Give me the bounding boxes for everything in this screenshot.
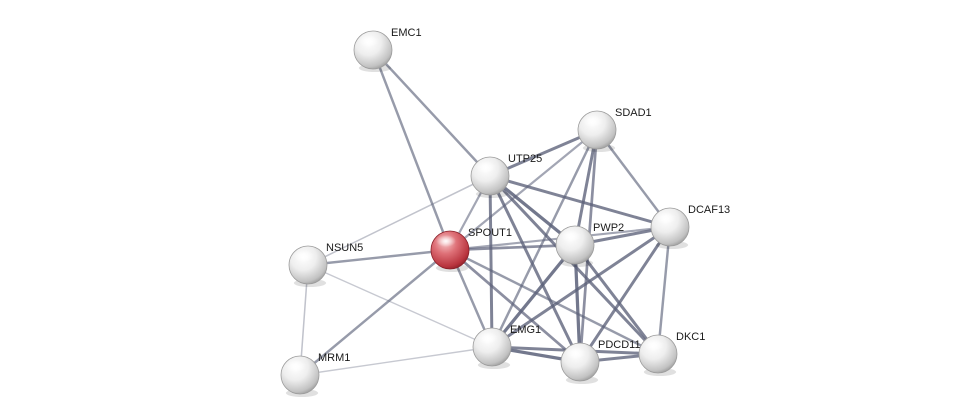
edge-utp25-pdcd11: [488, 174, 582, 364]
edge-spout1-pdcd11: [448, 248, 582, 364]
node-highlight: [656, 212, 676, 224]
node-spout1[interactable]: SPOUT1: [430, 227, 512, 272]
edge-utp25-emg1: [488, 174, 494, 349]
edges-layer: [298, 48, 672, 377]
node-label-pwp2: PWP2: [593, 222, 624, 234]
edge-spout1-pwp2: [448, 243, 577, 252]
edge-spout1-mrm1: [298, 248, 452, 377]
edge-dcaf13-pdcd11: [578, 225, 672, 364]
node-label-dcaf13: DCAF13: [688, 204, 730, 216]
node-highlight: [359, 35, 379, 47]
node-highlight: [286, 360, 306, 372]
edge-emc1-spout1: [371, 48, 452, 252]
edge-utp25-nsun5: [307, 175, 491, 266]
node-highlight: [566, 347, 586, 359]
node-label-nsun5: NSUN5: [326, 242, 363, 254]
node-highlight: [644, 339, 664, 351]
edge-dcaf13-dkc1: [656, 225, 672, 356]
edge-nsun5-emg1: [307, 264, 493, 348]
edge-sdad1-pwp2: [573, 128, 599, 247]
node-sdad1[interactable]: SDAD1: [577, 107, 652, 152]
node-label-emg1: EMG1: [510, 324, 541, 336]
node-dkc1[interactable]: DKC1: [638, 331, 705, 376]
node-mrm1[interactable]: MRM1: [280, 352, 350, 397]
edge-pwp2-emg1: [490, 243, 577, 349]
edge-sdad1-emg1: [490, 128, 599, 349]
node-emc1[interactable]: EMC1: [353, 27, 422, 72]
node-highlight: [583, 115, 603, 127]
edge-dcaf13-emg1: [490, 225, 672, 349]
node-highlight: [436, 235, 456, 247]
edge-mrm1-emg1: [299, 346, 493, 376]
node-pwp2[interactable]: PWP2: [555, 222, 624, 267]
node-highlight: [561, 230, 581, 242]
node-label-mrm1: MRM1: [318, 352, 350, 364]
node-utp25[interactable]: UTP25: [470, 153, 542, 198]
node-label-dkc1: DKC1: [676, 331, 705, 343]
node-pdcd11[interactable]: PDCD11: [560, 339, 641, 384]
node-nsun5[interactable]: NSUN5: [288, 242, 363, 287]
node-label-pdcd11: PDCD11: [598, 339, 641, 351]
node-highlight: [476, 161, 496, 173]
edge-utp25-dkc1: [488, 174, 660, 356]
edge-pwp2-pdcd11: [573, 243, 582, 364]
node-label-emc1: EMC1: [391, 27, 422, 39]
node-label-spout1: SPOUT1: [468, 227, 512, 239]
node-label-sdad1: SDAD1: [615, 107, 652, 119]
node-dcaf13[interactable]: DCAF13: [650, 204, 730, 249]
edge-sdad1-spout1: [448, 128, 599, 252]
node-label-utp25: UTP25: [508, 153, 542, 165]
node-highlight: [294, 250, 314, 262]
edge-spout1-nsun5: [306, 248, 452, 267]
node-emg1[interactable]: EMG1: [472, 324, 541, 369]
edge-utp25-dcaf13: [488, 174, 672, 229]
edge-emc1-utp25: [371, 48, 492, 178]
edge-sdad1-dcaf13: [595, 128, 672, 229]
edge-pwp2-dkc1: [573, 243, 660, 356]
edge-utp25-sdad1: [488, 128, 599, 178]
edge-spout1-dkc1: [448, 248, 660, 356]
node-highlight: [478, 332, 498, 344]
